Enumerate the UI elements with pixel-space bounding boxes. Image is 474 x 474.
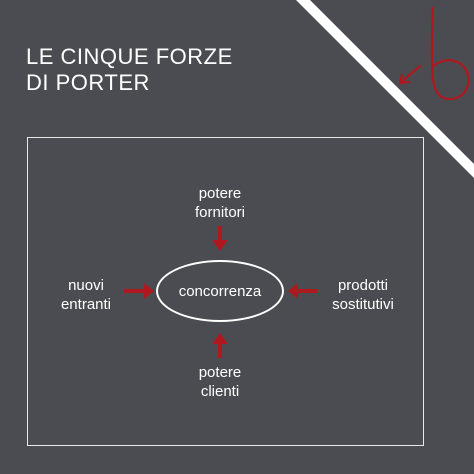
label-right-line-2: sostitutivi [332,296,394,313]
page-title: LE CINQUE FORZE DI PORTER [26,44,233,96]
arrow-up-icon [212,333,228,358]
label-prodotti-sostitutivi: prodotti sostitutivi [313,276,413,314]
arrow-down-icon [212,226,228,251]
label-right-line-1: prodotti [337,277,389,294]
label-top-line-1: potere [198,185,242,202]
center-node-label: concorrenza [178,282,262,300]
label-bottom-line-2: clienti [200,383,240,400]
diagram-frame [27,137,424,446]
arrow-right-icon [124,283,154,299]
label-left-line-2: entranti [60,296,112,313]
title-line-1: LE CINQUE FORZE [26,44,233,69]
label-left-line-1: nuovi [68,277,104,294]
title-line-2: DI PORTER [26,70,150,95]
label-potere-fornitori: potere fornitori [170,184,270,222]
label-nuovi-entranti: nuovi entranti [36,276,136,314]
diagonal-white-band [296,0,474,178]
arrow-left-icon [288,283,318,299]
handwritten-b-logo-icon [398,6,470,101]
label-top-line-2: fornitori [194,204,246,221]
center-node-concorrenza: concorrenza [156,260,284,322]
label-potere-clienti: potere clienti [170,363,270,401]
label-bottom-line-1: potere [198,364,242,381]
